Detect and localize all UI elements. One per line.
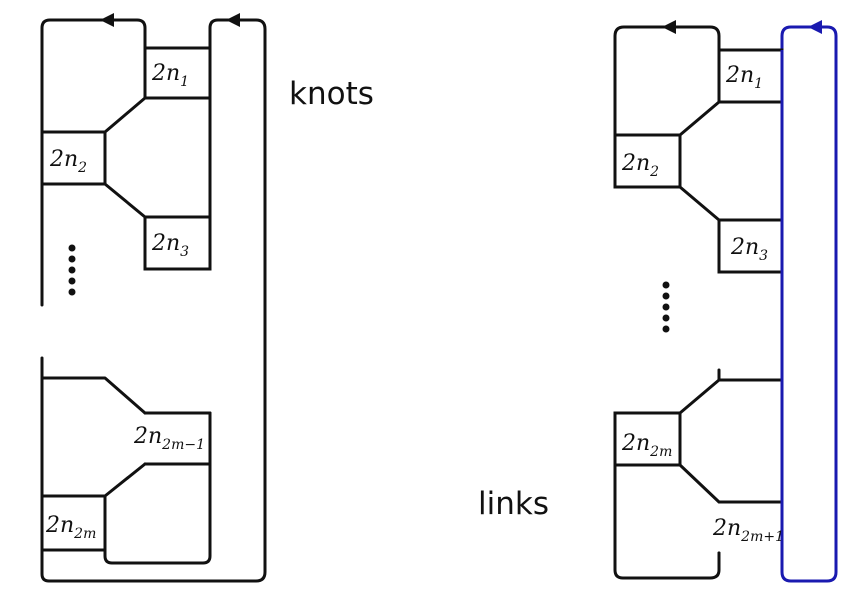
links-strand-segments (613, 133, 721, 555)
links-box-2m-plus-1-label: 2n2m+1 (712, 516, 784, 545)
knots-box-1-label: 2n1 (151, 61, 189, 90)
knots-inner-strand (40, 18, 147, 134)
links-arrow-black-icon (662, 20, 676, 34)
knots-box-2m-label: 2n2m (45, 513, 96, 542)
knots-box-2-label: 2n2 (49, 147, 87, 176)
links-box-2m-label: 2n2m (621, 431, 672, 460)
links-highlight-strand (780, 25, 838, 583)
links-box-2m (613, 411, 682, 467)
knots-arrow-outer-icon (226, 13, 240, 27)
links-box-2-label: 2n2 (621, 151, 659, 180)
knots-heading: knots (289, 76, 374, 112)
links-crossing-lines (678, 100, 784, 504)
links-bottom-strand (613, 463, 721, 580)
links-arrow-blue-icon (808, 20, 822, 34)
knots-box-3 (143, 215, 212, 271)
knots-outer-strand (40, 18, 267, 583)
links-box-3-label: 2n3 (730, 235, 768, 264)
knots-region-2m-1 (143, 411, 212, 466)
knots-bottom-strand (103, 462, 212, 565)
knots-box-2 (40, 130, 107, 186)
knots-strand-segments (40, 96, 212, 498)
knots-ellipsis-icon (68, 244, 76, 296)
links-diagram: 2n1 2n2 2n3 2n2m 2n2m+1 links (478, 20, 838, 583)
links-top-strand (613, 25, 721, 137)
knots-box-2m-1-label: 2n2m−1 (133, 424, 205, 453)
knots-box-3-label: 2n3 (151, 231, 189, 260)
links-box-2 (613, 133, 682, 189)
knots-diagram: 2n1 2n2 2n3 2n2m−1 2n2m knots (40, 13, 374, 583)
knots-box-1 (143, 46, 212, 100)
links-box-1-label: 2n1 (725, 63, 763, 92)
links-heading: links (478, 486, 549, 522)
knots-box-2m (40, 494, 107, 552)
links-box-3 (717, 218, 784, 274)
knots-arrow-inner-icon (100, 13, 114, 27)
links-ellipsis-icon (662, 281, 670, 333)
knots-crossing-lines (40, 96, 147, 498)
